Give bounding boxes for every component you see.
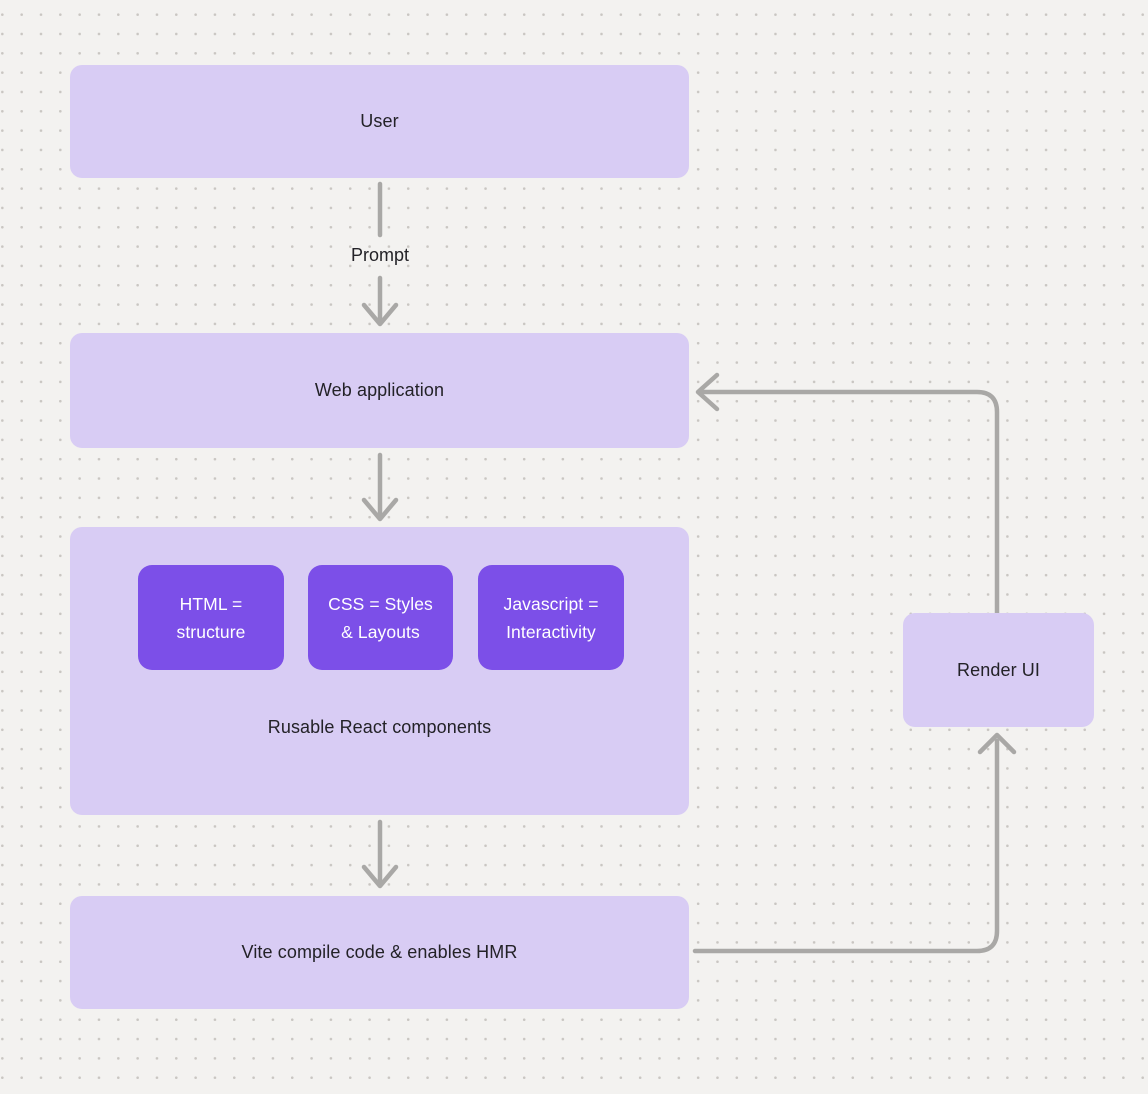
node-web-application-label: Web application [314,380,445,400]
arrowhead-down-icon [361,864,399,889]
arrowhead-down-icon [361,497,399,522]
chip-html-line1: HTML = [179,593,243,614]
connector-vite-to-renderui[interactable] [692,732,1017,954]
connector-segment [692,738,1000,954]
chip-html[interactable]: HTML = structure [138,565,284,670]
chip-html-line2: structure [176,621,246,642]
node-user-label: User [360,111,399,131]
react-components-caption: Rusable React components [267,717,492,737]
chip-javascript-line1: Javascript = [503,593,599,614]
chip-css[interactable]: CSS = Styles & Layouts [308,565,453,670]
prompt-label: Prompt [350,245,410,265]
chip-css-line1: CSS = Styles [328,593,433,614]
node-render-ui-label: Render UI [957,659,1040,680]
connector-components-to-vite[interactable] [361,819,399,889]
chip-css-line2: & Layouts [341,621,420,642]
chip-javascript[interactable]: Javascript = Interactivity [478,565,624,670]
node-vite[interactable]: Vite compile code & enables HMR [70,896,689,1009]
node-user[interactable]: User [70,65,689,178]
arrowhead-left-icon [695,372,720,412]
node-web-application[interactable]: Web application [70,333,689,448]
connector-renderui-to-webapp[interactable] [695,372,1000,616]
connector-segment [698,389,1000,616]
node-vite-label: Vite compile code & enables HMR [241,942,518,962]
arrowhead-down-icon [361,302,399,327]
arrowhead-up-icon [977,732,1017,755]
node-react-components-group[interactable]: HTML = structure CSS = Styles & Layouts … [70,527,689,815]
node-render-ui[interactable]: Render UI [903,613,1094,727]
connector-webapp-to-components[interactable] [361,452,399,522]
edge-label-prompt: Prompt [330,245,430,266]
chip-javascript-line2: Interactivity [506,621,596,642]
connector-user-to-webapp[interactable] [361,181,399,327]
